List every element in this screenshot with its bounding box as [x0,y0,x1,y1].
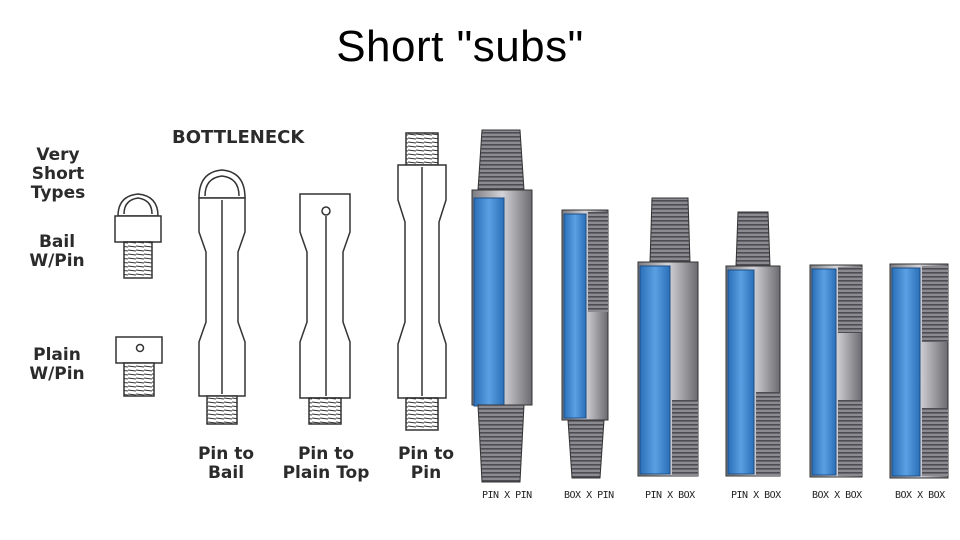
label-pin-to-plain-top: Pin to Plain Top [282,444,370,483]
connection-label-2: BOX X PIN [564,490,614,501]
pin-x-pin-sub [471,129,533,483]
connection-label-4: PIN X BOX [731,490,781,501]
label-plain-w-pin: Plain W/Pin [29,345,85,384]
pin-x-box-sub-1 [637,197,699,477]
pin-to-bail-sub [198,169,246,425]
pin-to-pin-sub [397,132,447,431]
label-bottleneck: BOTTLENECK [172,127,305,148]
connection-label-5: BOX X BOX [812,490,862,501]
label-pin-to-bail: Pin to Bail [197,444,255,483]
pin-x-box-sub-2 [725,211,781,477]
label-very-short-types: Very Short Types [30,145,86,203]
connection-label-1: PIN X PIN [482,490,532,501]
connection-label-6: BOX X BOX [895,490,945,501]
box-x-box-sub-1 [809,264,863,478]
label-bail-w-pin: Bail W/Pin [29,232,85,271]
slide-title: Short "subs" [336,22,584,71]
box-x-pin-sub [561,209,609,479]
plain-with-pin-sub [115,336,163,397]
pin-to-plain-top-sub [299,193,351,425]
label-pin-to-pin: Pin to Pin [397,444,455,483]
box-x-box-sub-2 [889,263,949,479]
connection-label-3: PIN X BOX [645,490,695,501]
bail-with-pin-sub [114,193,162,279]
